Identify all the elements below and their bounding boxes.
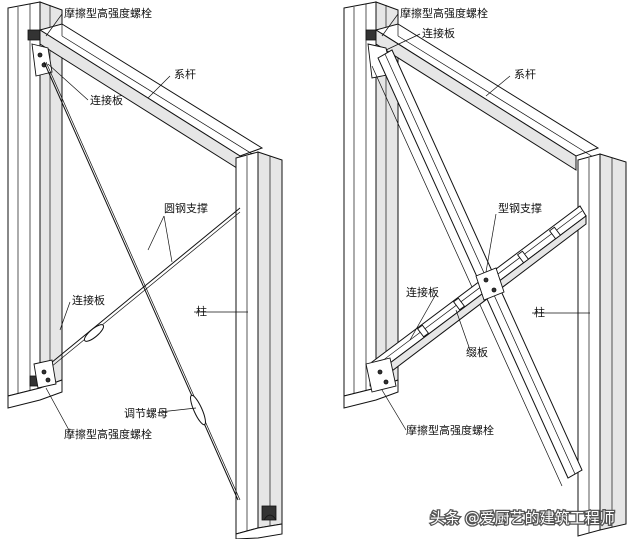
right-label-column: 柱 [534, 305, 545, 319]
left-panel-tie-beam [38, 23, 264, 171]
left-label-round-brace: 圆钢支撑 [164, 201, 208, 215]
left-label-bottom-bolt: 摩擦型高强度螺栓 [64, 427, 152, 441]
right-panel-section-brace-descending [371, 49, 583, 487]
right-label-plate-top: 连接板 [422, 26, 455, 40]
left-panel-leaders [45, 13, 248, 433]
right-panel-left-column [343, 1, 399, 409]
left-label-column: 柱 [196, 304, 207, 318]
right-label-filler-plate: 缀板 [466, 345, 488, 359]
right-panel-mid-gusset [475, 267, 505, 301]
left-label-top-bolt: 摩擦型高强度螺栓 [64, 6, 152, 20]
bolt-icon [383, 379, 389, 385]
watermark-text: 头条 @爱厨艺的建筑工程师 [430, 509, 615, 527]
right-label-tie-rod: 系杆 [514, 67, 536, 81]
right-label-bottom-bolt: 摩擦型高强度螺栓 [406, 423, 494, 437]
bolt-icon [377, 369, 383, 375]
left-label-plate-top: 连接板 [90, 93, 123, 107]
left-panel-left-column [7, 1, 63, 409]
right-panel-bottom-gusset [365, 357, 397, 393]
right-panel-tie-beam [374, 23, 600, 171]
bolt-icon [491, 287, 497, 293]
watermark: 头条 @爱厨艺的建筑工程师 [429, 508, 616, 529]
left-panel-right-column [235, 151, 283, 539]
right-label-section-brace: 型钢支撑 [498, 201, 542, 215]
left-label-turnbuckle: 调节螺母 [124, 407, 168, 420]
bolt-icon [45, 377, 51, 383]
left-panel-round-brace [39, 61, 241, 501]
right-panel-leaders [381, 13, 590, 431]
right-panel-right-column [577, 153, 627, 537]
left-label-plate-bottom: 连接板 [72, 293, 105, 307]
turnbuckle-icon [83, 324, 105, 342]
right-panel: 摩擦型高强度螺栓 连接板 系杆 型钢支撑 连接板 柱 缀板 摩擦型高强度螺栓 [343, 1, 627, 537]
left-label-tie-rod: 系杆 [174, 67, 196, 81]
bolt-icon [41, 369, 47, 375]
turnbuckle-icon [190, 394, 206, 426]
left-panel: 摩擦型高强度螺栓 系杆 连接板 圆钢支撑 连接板 柱 调节螺母 摩擦型高强度螺栓 [7, 1, 283, 539]
bolt-icon [483, 277, 489, 283]
bolt-icon [37, 52, 43, 58]
right-label-plate-mid: 连接板 [406, 285, 439, 299]
right-panel-section-brace-ascending [371, 205, 587, 381]
right-label-top-bolt: 摩擦型高强度螺栓 [400, 6, 488, 20]
